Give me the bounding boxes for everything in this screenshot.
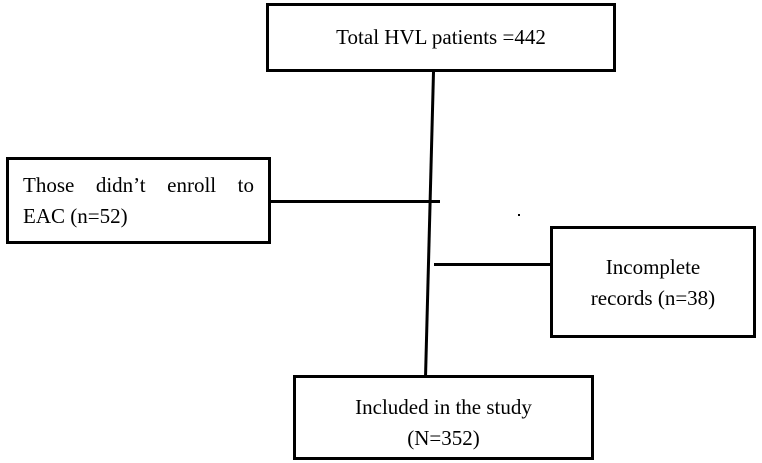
total-patients-text: Total HVL patients =442: [336, 25, 546, 49]
branch-connector-incomplete: [434, 263, 550, 266]
stray-dot: [518, 214, 520, 216]
incomplete-records-line1: Incomplete: [605, 255, 701, 279]
total-patients-box: Total HVL patients =442: [266, 3, 616, 72]
not-enrolled-box: Those didn’t enroll to EAC (n=52): [6, 157, 271, 244]
included-study-box: Included in the study (N=352): [293, 375, 594, 460]
not-enrolled-line2: EAC (n=52): [23, 204, 128, 228]
included-study-line1: Included in the study: [355, 395, 532, 419]
not-enrolled-line1: Those didn’t enroll to: [23, 173, 254, 197]
incomplete-records-line2: records (n=38): [590, 286, 716, 310]
main-vertical-connector: [424, 72, 435, 376]
incomplete-records-box: Incomplete records (n=38): [550, 226, 756, 338]
branch-connector-excluded: [271, 200, 440, 203]
included-study-line2: (N=352): [407, 426, 480, 450]
